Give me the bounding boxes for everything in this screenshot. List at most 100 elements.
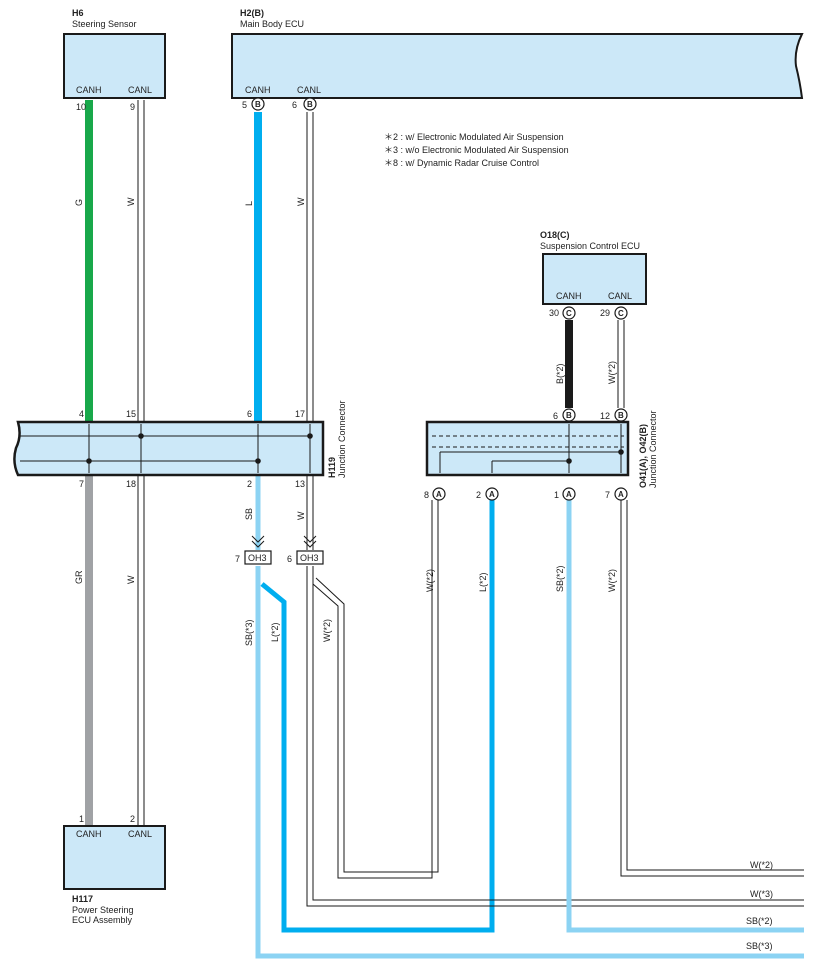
label-w2a: W(*2) [607,361,617,384]
suspension-ecu-name: Suspension Control ECU [540,241,640,251]
wire-labels: G W L W B(*2) W(*2) GR W SB W W(*2) L(*2… [74,197,617,646]
wire-l2-route [260,500,495,933]
o41-conn-b1: B [566,411,572,420]
oh3-left-pin: 7 [235,554,240,564]
o41-conn-a2: A [489,490,495,499]
main-body-ecu-code: H2(B) [240,8,264,18]
o41-conn-a1: A [436,490,442,499]
edge-label-sb2: SB(*2) [746,916,773,926]
o41-pin1: 1 [554,490,559,500]
main-body-ecu-name: Main Body ECU [240,19,304,29]
suspension-ecu-pin30: 30 [549,308,559,318]
main-body-ecu-pin5: 5 [242,100,247,110]
label-l2b: L(*2) [270,622,280,642]
label-gr: GR [74,570,84,584]
label-w2d: W(*2) [322,619,332,642]
o41-pin12: 12 [600,411,610,421]
h119-pin6: 6 [247,409,252,419]
wire-w2-edge-route [620,500,804,877]
wire-mainbody-canl [306,112,314,424]
power-steering-canh: CANH [76,829,102,839]
wire-suspension-canl [617,320,625,408]
power-steering-name1: Power Steering [72,905,134,915]
o41-pin6: 6 [553,411,558,421]
label-w2c: W(*2) [607,569,617,592]
label-w3: W [126,575,136,584]
suspension-ecu-conn-c2: C [618,309,624,318]
label-l: L [244,201,254,206]
steering-sensor-name: Steering Sensor [72,19,137,29]
edge-labels: W(*2) W(*3) SB(*2) SB(*3) [746,860,773,951]
o41-code: O41(A), O42(B) [638,424,648,488]
h119-pin7: 7 [79,479,84,489]
o41-name: Junction Connector [648,410,658,488]
h119-pin18: 18 [126,479,136,489]
notes: ＊2 : w/ Electronic Modulated Air Suspens… [384,132,569,168]
connector-oh3-right: 6 OH3 [287,535,324,565]
h119-pin2: 2 [247,479,252,489]
h119-pin13: 13 [295,479,305,489]
wire-powersteering-canl [137,476,145,826]
junction-connector-h119: 4 15 6 17 7 18 2 13 H119 Junction Connec… [13,400,347,489]
suspension-ecu-canl: CANL [608,291,632,301]
oh3-right-label: OH3 [300,553,319,563]
o41-conn-b2: B [618,411,624,420]
edge-label-sb3: SB(*3) [746,941,773,951]
suspension-ecu-canh: CANH [556,291,582,301]
h119-pin15: 15 [126,409,136,419]
edge-label-w3: W(*3) [750,889,773,899]
label-sb: SB [244,508,254,520]
edge-label-w2: W(*2) [750,860,773,870]
oh3-left-label: OH3 [248,553,267,563]
wire-steering-canl [137,100,145,424]
junction-connector-o41: 6 B 12 B 8 A 2 A 1 A 7 A O41(A), O42(B) … [424,408,658,501]
steering-sensor-pin9: 9 [130,102,135,112]
steering-sensor: H6 Steering Sensor CANH CANL 10 9 [63,8,166,112]
power-steering-canl: CANL [128,829,152,839]
label-sb2a: SB(*2) [555,565,565,592]
label-sb3: SB(*3) [244,619,254,646]
power-steering-code: H117 [72,894,93,904]
power-steering-pin2: 2 [130,814,135,824]
wire-sb3-route [255,566,804,959]
main-body-ecu-pin6: 6 [292,100,297,110]
note-2: ＊2 : w/ Electronic Modulated Air Suspens… [384,132,564,142]
h119-name: Junction Connector [337,400,347,478]
suspension-ecu-conn-c1: C [566,309,572,318]
wire-w2-route [312,500,439,879]
main-body-ecu: H2(B) Main Body ECU CANH CANL 5 B 6 B [231,8,804,111]
steering-sensor-canl: CANL [128,85,152,95]
wire-w-to-oh3 [306,476,314,550]
label-w1: W [126,197,136,206]
note-3: ＊3 : w/o Electronic Modulated Air Suspen… [384,145,569,155]
steering-sensor-canh: CANH [76,85,102,95]
steering-sensor-code: H6 [72,8,84,18]
label-g: G [74,199,84,206]
o41-conn-a3: A [566,490,572,499]
main-body-ecu-conn-b2: B [307,100,313,109]
oh3-right-pin: 6 [287,554,292,564]
power-steering-pin1: 1 [79,814,84,824]
label-l2a: L(*2) [478,572,488,592]
label-w2: W [296,197,306,206]
power-steering-ecu: 1 2 CANH CANL H117 Power Steering ECU As… [63,814,166,925]
o41-conn-a4: A [618,490,624,499]
wire-sb2-route [566,500,804,933]
h119-code: H119 [327,457,337,478]
wire-w3-route [306,566,804,907]
label-b2: B(*2) [555,363,565,384]
suspension-ecu-pin29: 29 [600,308,610,318]
suspension-ecu-code: O18(C) [540,230,570,240]
steering-sensor-pin10: 10 [76,102,86,112]
o41-pin7: 7 [605,490,610,500]
h119-pin17: 17 [295,409,305,419]
power-steering-name2: ECU Assembly [72,915,133,925]
o41-pin2: 2 [476,490,481,500]
label-w2b: W(*2) [425,569,435,592]
h119-pin4: 4 [79,409,84,419]
main-body-ecu-canl: CANL [297,85,321,95]
o41-pin8: 8 [424,490,429,500]
label-w4: W [296,511,306,520]
main-body-ecu-canh: CANH [245,85,271,95]
